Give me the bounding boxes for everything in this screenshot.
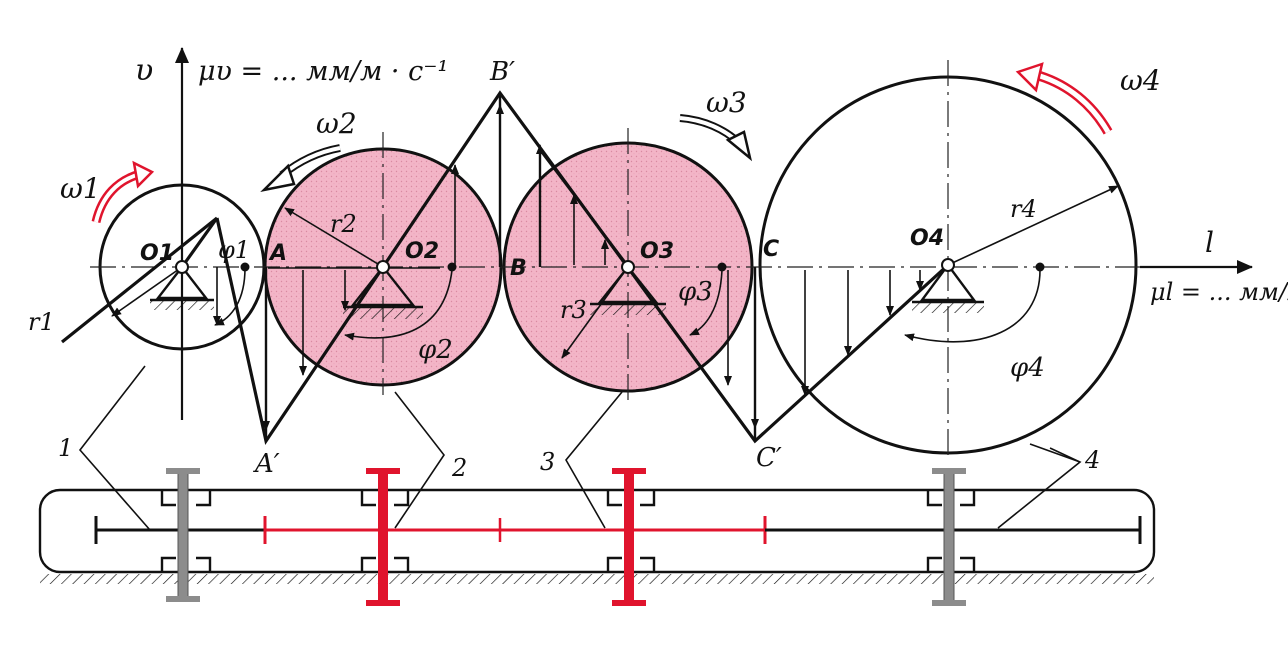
r2-label: r2 — [330, 210, 357, 238]
l-axis-label: l — [1205, 226, 1214, 259]
r4-label: r4 — [1010, 195, 1037, 223]
part-3-label: 3 — [540, 448, 555, 476]
housing — [38, 488, 1156, 584]
r3-label: r3 — [560, 296, 587, 324]
velocity-vectors — [213, 104, 924, 431]
point-a-prime-label: A′ — [253, 449, 280, 479]
part-4-label: 4 — [1084, 446, 1100, 474]
o3-label: O3 — [640, 239, 674, 264]
leader-lines — [78, 365, 1082, 531]
disk-4 — [932, 468, 966, 606]
omega1-label: ω1 — [60, 172, 101, 205]
axis-points — [240, 262, 1045, 272]
point-b-label: B — [510, 256, 527, 281]
labels: υ μυ = ... мм/м · с⁻¹ l μl = ... мм/м ω1… — [28, 53, 1288, 482]
omega4-arrow — [1015, 62, 1113, 135]
v-axis-label: υ — [135, 53, 153, 88]
part-2-label: 2 — [451, 454, 467, 482]
point-a-label: A — [268, 241, 287, 266]
shafts — [94, 516, 1142, 544]
omega2-label: ω2 — [316, 107, 357, 140]
point-c-prime-label: C′ — [756, 443, 782, 473]
disk-1 — [166, 468, 200, 602]
omega4-label: ω4 — [1120, 64, 1161, 97]
omega3-arrow — [679, 114, 753, 162]
r1-label: r1 — [28, 308, 55, 336]
phi4-label: φ4 — [1010, 353, 1045, 383]
point-b-prime-label: B′ — [489, 57, 515, 87]
bearings — [160, 490, 976, 572]
support-4 — [912, 258, 984, 313]
o4-label: O4 — [910, 226, 944, 251]
omega1-arrow — [91, 160, 155, 224]
omega3-label: ω3 — [706, 86, 747, 119]
support-1 — [150, 260, 214, 310]
phi2-label: φ2 — [418, 335, 453, 365]
phi-arcs — [214, 267, 1041, 343]
o1-label: O1 — [140, 241, 174, 266]
part-1-label: 1 — [58, 434, 73, 462]
mu-v-label: μυ = ... мм/м · с⁻¹ — [198, 56, 448, 87]
mu-l-label: μl = ... мм/м — [1150, 278, 1288, 306]
support-2 — [343, 260, 423, 319]
point-c-label: C — [763, 237, 779, 262]
phi1-label: φ1 — [218, 236, 250, 264]
disk-2 — [366, 468, 400, 606]
omega2-arrow — [260, 144, 341, 193]
o2-label: O2 — [405, 239, 439, 264]
phi3-label: φ3 — [678, 277, 713, 307]
disk-3 — [612, 468, 646, 606]
support-3 — [590, 260, 666, 315]
